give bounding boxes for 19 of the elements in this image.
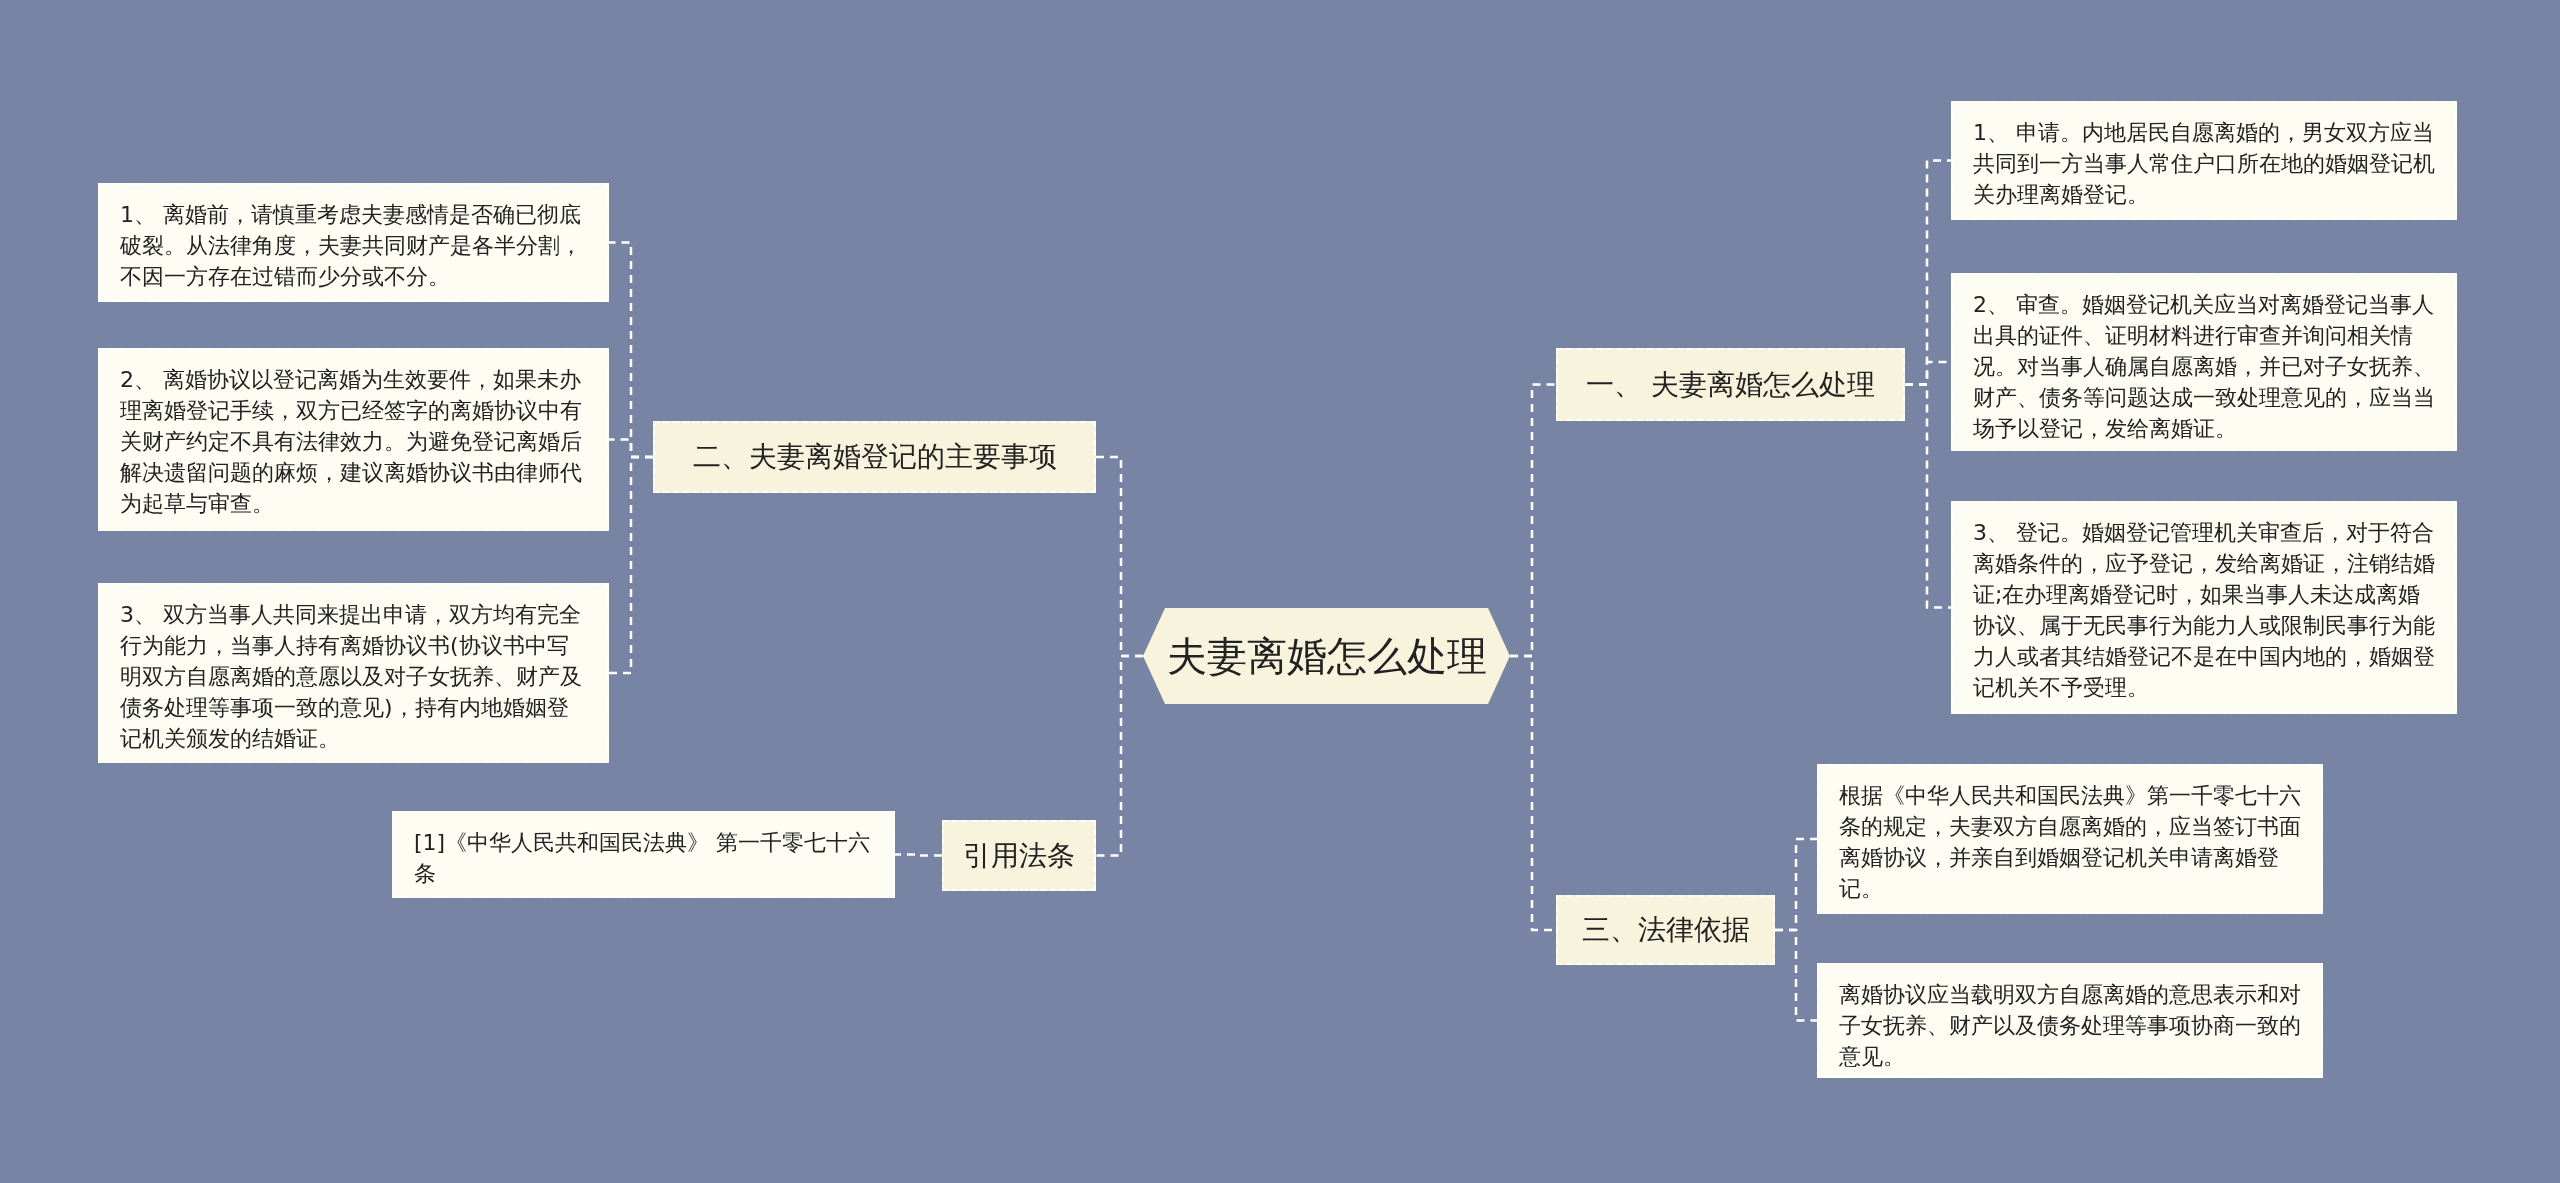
connector — [1096, 654, 1143, 857]
topic-box: 二、夫妻离婚登记的主要事项 — [653, 421, 1096, 493]
connector — [1775, 928, 1817, 1022]
topic-box: 引用法条 — [942, 820, 1096, 891]
note-box: 离婚协议应当载明双方自愿离婚的意思表示和对子女抚养、财产以及债务处理等事项协商一致的意见。 — [1817, 963, 2323, 1078]
note-box: [1]《中华人民共和国民法典》 第一千零七十六条 — [392, 811, 895, 898]
note-box: 根据《中华人民共和国民法典》第一千零七十六条的规定，夫妻双方自愿离婚的，应当签订书面离婚协议，并亲自到婚姻登记机关申请离婚登记。 — [1817, 764, 2323, 914]
note-box: 2、 审查。婚姻登记机关应当对离婚登记当事人出具的证件、证明材料进行审查并询问相关情况。对当事人确属自愿离婚，并已对子女抚养、财产、债务等问题达成一致处理意见的，应当当场予以登记，发给离婚证。 — [1951, 273, 2457, 451]
connector — [609, 455, 653, 675]
connector — [895, 853, 942, 857]
note-box: 1、 离婚前，请慎重考虑夫妻感情是否确已彻底破裂。从法律角度，夫妻共同财产是各半分割，不因一方存在过错而少分或不分。 — [98, 183, 609, 302]
note-box: 3、 双方当事人共同来提出申请，双方均有完全行为能力，当事人持有离婚协议书(协议书中写明双方自愿离婚的意愿以及对子女抚养、财产及债务处理等事项一致的意见)，持有内地婚姻登记机关颁发的结婚证。 — [98, 583, 609, 763]
note-box: 3、 登记。婚姻登记管理机关审查后，对于符合离婚条件的，应予登记，发给离婚证，注销结婚证;在办理离婚登记时，如果当事人未达成离婚协议、属于无民事行为能力人或限制民事行为能力人或者其结婚登记不是在中国内地的，婚姻登记机关不予受理。 — [1951, 501, 2457, 714]
central-topic: 夫妻离婚怎么处理 — [1143, 607, 1510, 705]
note-box: 2、 离婚协议以登记离婚为生效要件，如果未办理离婚登记手续，双方已经签字的离婚协议中有关财产约定不具有法律效力。为避免登记离婚后解决遗留问题的麻烦，建议离婚协议书由律师代为起草与审查。 — [98, 348, 609, 531]
connector — [1905, 383, 1951, 609]
note-box: 1、 申请。内地居民自愿离婚的，男女双方应当共同到一方当事人常住户口所在地的婚姻登记机关办理离婚登记。 — [1951, 101, 2457, 220]
topic-box: 三、法律依据 — [1556, 895, 1775, 965]
topic-box: 一、 夫妻离婚怎么处理 — [1556, 348, 1905, 421]
